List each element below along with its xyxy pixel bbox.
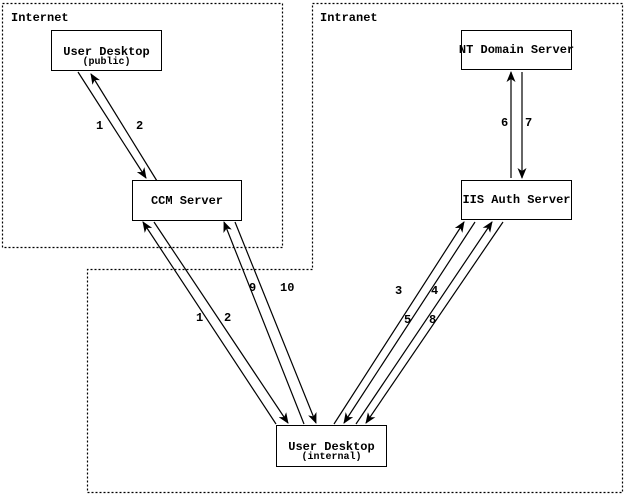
node-subtitle: (public): [82, 57, 131, 68]
arrow-step9-internal-desktop-to-ccm: [223, 221, 305, 425]
arrow-step2-ccm-to-public-desktop: [90, 73, 158, 182]
arrow-label-step10: 10: [280, 281, 295, 295]
node-user-desktop-public: User Desktop (public): [51, 30, 162, 71]
arrow-label-step3: 3: [395, 284, 403, 298]
node-user-desktop-internal: User Desktop (internal): [276, 425, 387, 467]
intranet-region-border: [86, 2, 624, 494]
arrow-label-step8: 8: [429, 313, 437, 327]
arrow-step3-internal-desktop-to-iis: [333, 221, 465, 425]
node-subtitle: (internal): [301, 452, 362, 463]
node-title: NT Domain Server: [458, 43, 575, 57]
arrow-label-step2-internal: 2: [224, 311, 232, 325]
node-title: User Desktop: [288, 440, 375, 454]
arrow-step4-iis-to-internal-desktop: [343, 221, 476, 424]
node-iis-auth-server: IIS Auth Server: [461, 180, 572, 220]
arrow-label-step9: 9: [249, 281, 257, 295]
node-ccm-server: CCM Server: [132, 180, 242, 221]
internet-region-border: [1, 2, 284, 249]
arrow-label-step4: 4: [431, 284, 439, 298]
arrow-label-step7: 7: [525, 116, 533, 130]
arrow-label-step1-internal: 1: [196, 311, 204, 325]
node-title: User Desktop: [63, 45, 150, 59]
arrow-step10-ccm-to-internal-desktop: [234, 221, 317, 424]
internet-region-label: Internet: [11, 11, 69, 25]
arrow-label-step2-public: 2: [136, 119, 144, 133]
arrow-step5-internal-desktop-to-iis: [355, 221, 493, 425]
node-nt-domain-server: NT Domain Server: [458, 30, 575, 70]
arrow-step1-internal-desktop-to-ccm: [142, 221, 277, 425]
arrow-step1-public-desktop-to-ccm: [77, 71, 147, 179]
arrow-label-step5: 5: [404, 313, 412, 327]
arrow-step2-ccm-to-internal-desktop: [153, 221, 289, 424]
node-title: IIS Auth Server: [462, 193, 571, 207]
intranet-region-label: Intranet: [320, 11, 378, 25]
arrow-label-step6: 6: [501, 116, 509, 130]
arrow-label-step1-public: 1: [96, 119, 104, 133]
arrow-step8-iis-to-internal-desktop: [365, 221, 504, 424]
node-title: CCM Server: [150, 193, 223, 208]
